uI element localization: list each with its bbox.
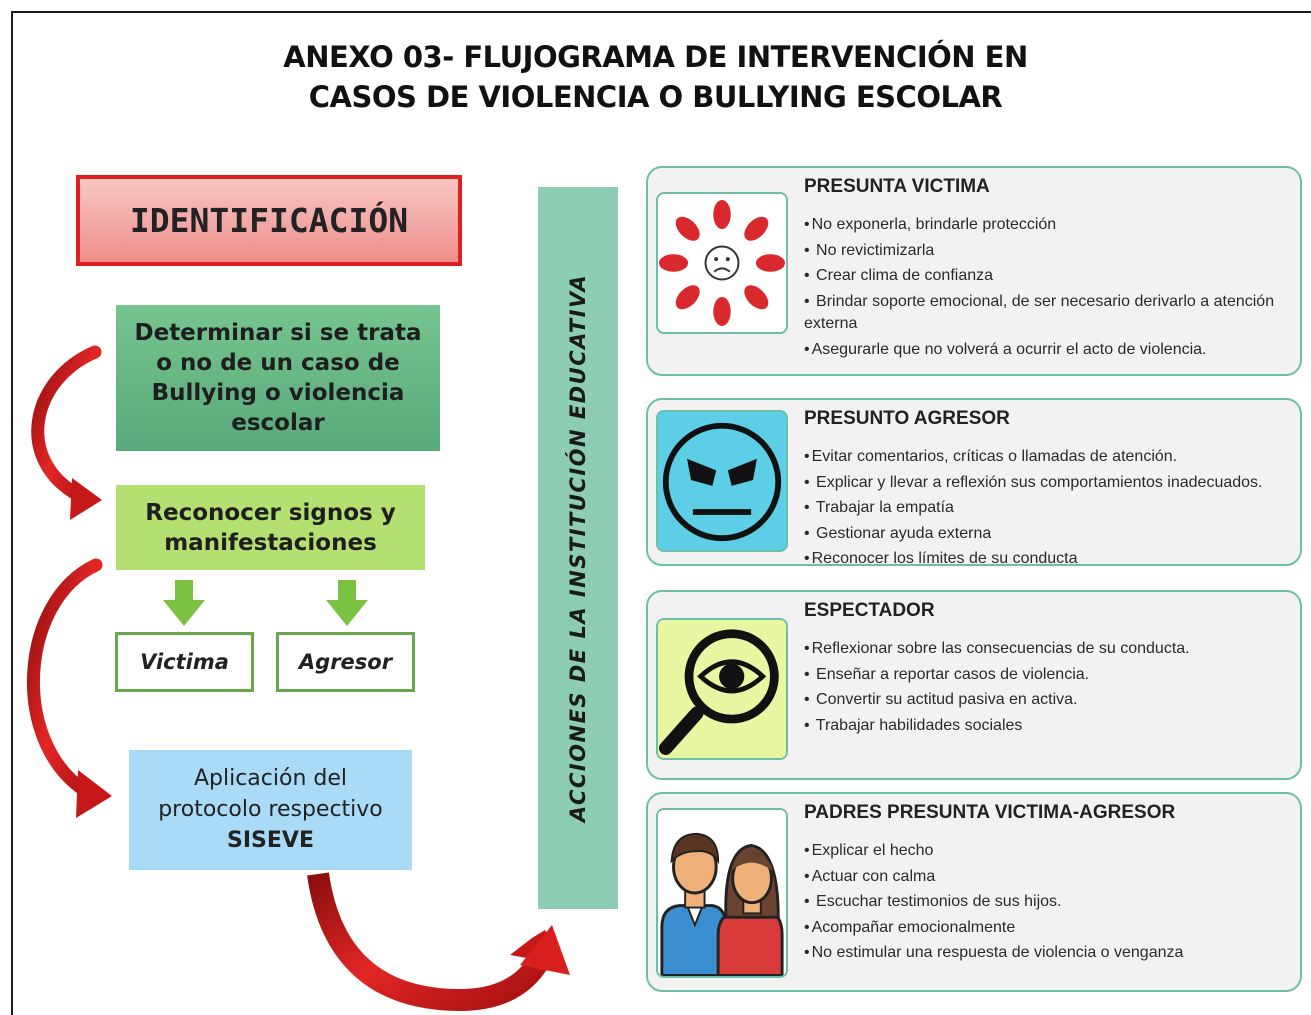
determinar-text: Determinar si se trata o no de un caso d… bbox=[134, 320, 422, 436]
title-line-2: CASOS DE VIOLENCIA O BULLYING ESCOLAR bbox=[308, 80, 1003, 114]
victima-box: Victima bbox=[115, 632, 254, 692]
list-item: •Reconocer los límites de su conducta bbox=[804, 550, 1078, 567]
card-4-list: •Explicar el hecho •Actuar con calma • E… bbox=[804, 838, 1290, 966]
hands-around-sad-face-icon bbox=[656, 192, 788, 334]
list-item: • Gestionar ayuda externa bbox=[804, 524, 992, 542]
list-item: • Enseñar a reportar casos de violencia. bbox=[804, 665, 1090, 683]
list-item: • Trabajar habilidades sociales bbox=[804, 716, 1023, 734]
acciones-vertical-bar bbox=[538, 187, 618, 909]
list-item: •Evitar comentarios, críticas o llamadas… bbox=[804, 448, 1178, 465]
agresor-box: Agresor bbox=[276, 632, 415, 692]
list-item: •Acompañar emocionalmente bbox=[804, 918, 1016, 936]
list-item: • Brindar soporte emocional, de ser nece… bbox=[804, 292, 1275, 332]
list-item: • Convertir su actitud pasiva en activa. bbox=[804, 691, 1078, 708]
aplicacion-line-3: SISEVE bbox=[227, 828, 314, 853]
card-3-title: ESPECTADOR bbox=[804, 600, 935, 621]
magnifier-eye-icon bbox=[656, 618, 788, 760]
list-item: • Explicar y llevar a reflexión sus comp… bbox=[804, 473, 1263, 491]
card-4-title: PADRES PRESUNTA VICTIMA-AGRESOR bbox=[804, 802, 1176, 823]
list-item: •Reflexionar sobre las consecuencias de … bbox=[804, 640, 1190, 657]
list-item: • No revictimizarla bbox=[804, 241, 935, 259]
card-2-list: •Evitar comentarios, críticas o llamadas… bbox=[804, 444, 1290, 572]
angry-face-icon bbox=[656, 410, 788, 552]
card-1-title: PRESUNTA VICTIMA bbox=[804, 176, 990, 197]
title-line-1: ANEXO 03- FLUJOGRAMA DE INTERVENCIÓN EN bbox=[283, 40, 1028, 74]
aplicacion-line-1: Aplicación del bbox=[193, 766, 348, 791]
list-item: •Explicar el hecho bbox=[804, 842, 934, 859]
reconocer-box: Reconocer signos y manifestaciones bbox=[116, 485, 425, 570]
list-item: • Trabajar la empatía bbox=[804, 499, 954, 516]
list-item: • Crear clima de confianza bbox=[804, 267, 994, 284]
aplicacion-line-2: protocolo respectivo bbox=[158, 797, 383, 822]
card-padres: PADRES PRESUNTA VICTIMA-AGRESOR •Explica… bbox=[646, 792, 1302, 992]
list-item: • Escuchar testimonios de sus hijos. bbox=[804, 893, 1062, 910]
card-2-title: PRESUNTO AGRESOR bbox=[804, 408, 1010, 429]
parents-icon bbox=[656, 808, 788, 978]
list-item: •No estimular una respuesta de violencia… bbox=[804, 944, 1184, 961]
acciones-vertical-label: ACCIONES DE LA INSTITUCIÓN EDUCATIVA bbox=[566, 273, 590, 823]
card-espectador: ESPECTADOR •Reflexionar sobre las consec… bbox=[646, 590, 1302, 780]
list-item: •Actuar con calma bbox=[804, 867, 936, 885]
list-item: •Asegurarle que no volverá a ocurrir el … bbox=[804, 340, 1207, 358]
reconocer-text: Reconocer signos y manifestaciones bbox=[145, 499, 396, 556]
card-presunto-agresor: PRESUNTO AGRESOR •Evitar comentarios, cr… bbox=[646, 398, 1302, 567]
identificacion-box: IDENTIFICACIÓN bbox=[76, 175, 462, 266]
page-frame bbox=[11, 11, 1311, 1015]
determinar-box: Determinar si se trata o no de un caso d… bbox=[116, 305, 440, 451]
aplicacion-box: Aplicación del protocolo respectivo SISE… bbox=[129, 750, 412, 870]
list-item: •No exponerla, brindarle protección bbox=[804, 216, 1057, 233]
card-3-list: •Reflexionar sobre las consecuencias de … bbox=[804, 636, 1290, 738]
card-presunta-victima: PRESUNTA VICTIMA •No exponerla, brindarl… bbox=[646, 166, 1302, 376]
card-1-list: •No exponerla, brindarle protección • No… bbox=[804, 212, 1290, 362]
